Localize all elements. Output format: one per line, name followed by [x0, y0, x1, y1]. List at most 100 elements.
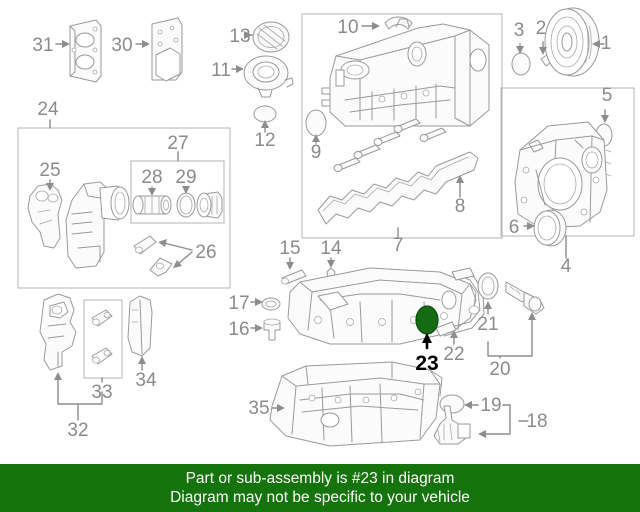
part-33-oil-pump-gaskets	[91, 309, 113, 365]
callout-label-17: 17	[228, 293, 249, 314]
callout-label-22: 22	[443, 344, 464, 365]
callout-label-32: 32	[67, 420, 88, 441]
leader-16	[250, 324, 263, 332]
leader-20	[487, 312, 536, 359]
leader-15	[286, 257, 294, 270]
part-31-oil-filter-housing-gasket	[69, 19, 102, 83]
callout-label-20: 20	[489, 359, 510, 380]
callout-label-3: 3	[514, 20, 525, 41]
callout-label-24: 24	[37, 99, 59, 120]
callout-label-18: 18	[526, 411, 547, 432]
callout-label-29: 29	[175, 167, 196, 188]
callout-label-30: 30	[111, 35, 132, 56]
leader-5	[601, 109, 609, 123]
part-28-oil-filter-element	[132, 195, 172, 215]
callout-label-19: 19	[480, 395, 501, 416]
part-6-crankshaft-front-seal	[533, 209, 567, 247]
leader-8	[456, 175, 464, 198]
part-24-oil-filter-housing	[65, 181, 130, 269]
part-12-oil-filler-seal	[253, 105, 277, 123]
callout-label-1: 1	[601, 33, 612, 54]
leader-26	[158, 239, 193, 268]
leader-34	[138, 356, 146, 371]
part-20-dipstick	[505, 281, 545, 315]
part-34-oil-pump-cover	[127, 295, 153, 357]
leader-10	[361, 22, 380, 30]
callout-label-26: 26	[195, 242, 216, 263]
part-17-drain-plug-washer	[261, 297, 281, 311]
part-21-dipstick-tube-seal	[477, 272, 499, 300]
leader-22	[450, 330, 458, 345]
part-19-oil-level-sensor-seal	[439, 394, 465, 414]
banner-line-2: Diagram may not be specific to your vehi…	[170, 489, 470, 506]
callout-label-14: 14	[320, 238, 342, 259]
callout-label-8: 8	[455, 196, 466, 217]
part-15-oil-pan-dowel-pin	[281, 269, 307, 285]
leader-19	[464, 401, 479, 409]
leader-30	[135, 40, 150, 48]
part-4-timing-cover	[514, 121, 612, 229]
leader-13	[244, 31, 253, 39]
part-23-oil-pan-seal-highlighted	[415, 305, 439, 335]
part-8-valve-cover-gasket	[317, 151, 479, 225]
callout-label-10: 10	[337, 17, 358, 38]
leader-31	[55, 40, 70, 48]
leader-23	[422, 333, 432, 350]
part-13-oil-filler-cap	[252, 21, 290, 53]
callout-label-21: 21	[477, 314, 498, 335]
part-3-pulley-washer	[511, 52, 531, 76]
leader-29	[182, 186, 190, 194]
part-29-oil-filter-o-ring	[176, 192, 196, 218]
group-box-7	[301, 13, 503, 239]
part-11-oil-filler-neck	[243, 55, 294, 98]
group-box-4	[500, 87, 635, 237]
leader-11	[231, 65, 244, 73]
part-18-oil-level-sensor	[433, 405, 471, 445]
callout-label-6: 6	[509, 217, 520, 238]
callout-label-28: 28	[141, 167, 162, 188]
leader-3	[516, 43, 524, 54]
part-9-valve-cover-grommet	[305, 109, 327, 137]
part-7-valve-cover-assembly	[321, 18, 490, 172]
group-box-24	[17, 127, 231, 289]
leader-35	[271, 404, 285, 412]
part-26-filter-housing-seals	[133, 235, 173, 277]
leader-28	[148, 186, 156, 196]
leader-18	[478, 404, 529, 438]
callout-label-33: 33	[91, 382, 112, 403]
leader-9	[312, 134, 320, 144]
leader-6	[523, 222, 535, 230]
leader-2	[539, 41, 547, 55]
callout-label-25: 25	[39, 160, 60, 181]
leader-32	[54, 372, 103, 421]
leader-1	[592, 40, 605, 48]
part-22-oil-return-tube	[435, 267, 485, 337]
callout-label-13: 13	[229, 26, 250, 47]
leader-25	[46, 179, 54, 191]
group-box-33	[83, 299, 123, 379]
callout-label-15: 15	[279, 238, 300, 259]
leader-14	[327, 257, 335, 268]
callout-label-16: 16	[228, 319, 249, 340]
callout-label-2: 2	[536, 18, 547, 39]
callout-label-27: 27	[167, 133, 188, 154]
part-30-oil-filter-cover	[151, 17, 183, 82]
callout-label-5: 5	[602, 85, 613, 106]
callout-label-4: 4	[561, 256, 572, 277]
banner-line-1: Part or sub-assembly is #23 in diagram	[185, 470, 455, 487]
callout-label-7: 7	[393, 235, 404, 256]
info-banner: Part or sub-assembly is #23 in diagram D…	[0, 464, 640, 512]
callout-label-23: 23	[415, 352, 438, 375]
callout-label-34: 34	[135, 370, 157, 391]
callout-label-9: 9	[311, 142, 322, 163]
part-35-lower-oil-pan	[269, 361, 443, 447]
callout-label-35: 35	[248, 398, 269, 419]
part-32-oil-pump	[39, 293, 77, 371]
part-16-oil-drain-plug	[263, 318, 281, 341]
part-25-filter-bracket-gasket	[27, 183, 63, 249]
part-1-crankshaft-pulley	[544, 7, 600, 77]
leader-17	[250, 298, 263, 306]
callout-label-12: 12	[254, 130, 275, 151]
